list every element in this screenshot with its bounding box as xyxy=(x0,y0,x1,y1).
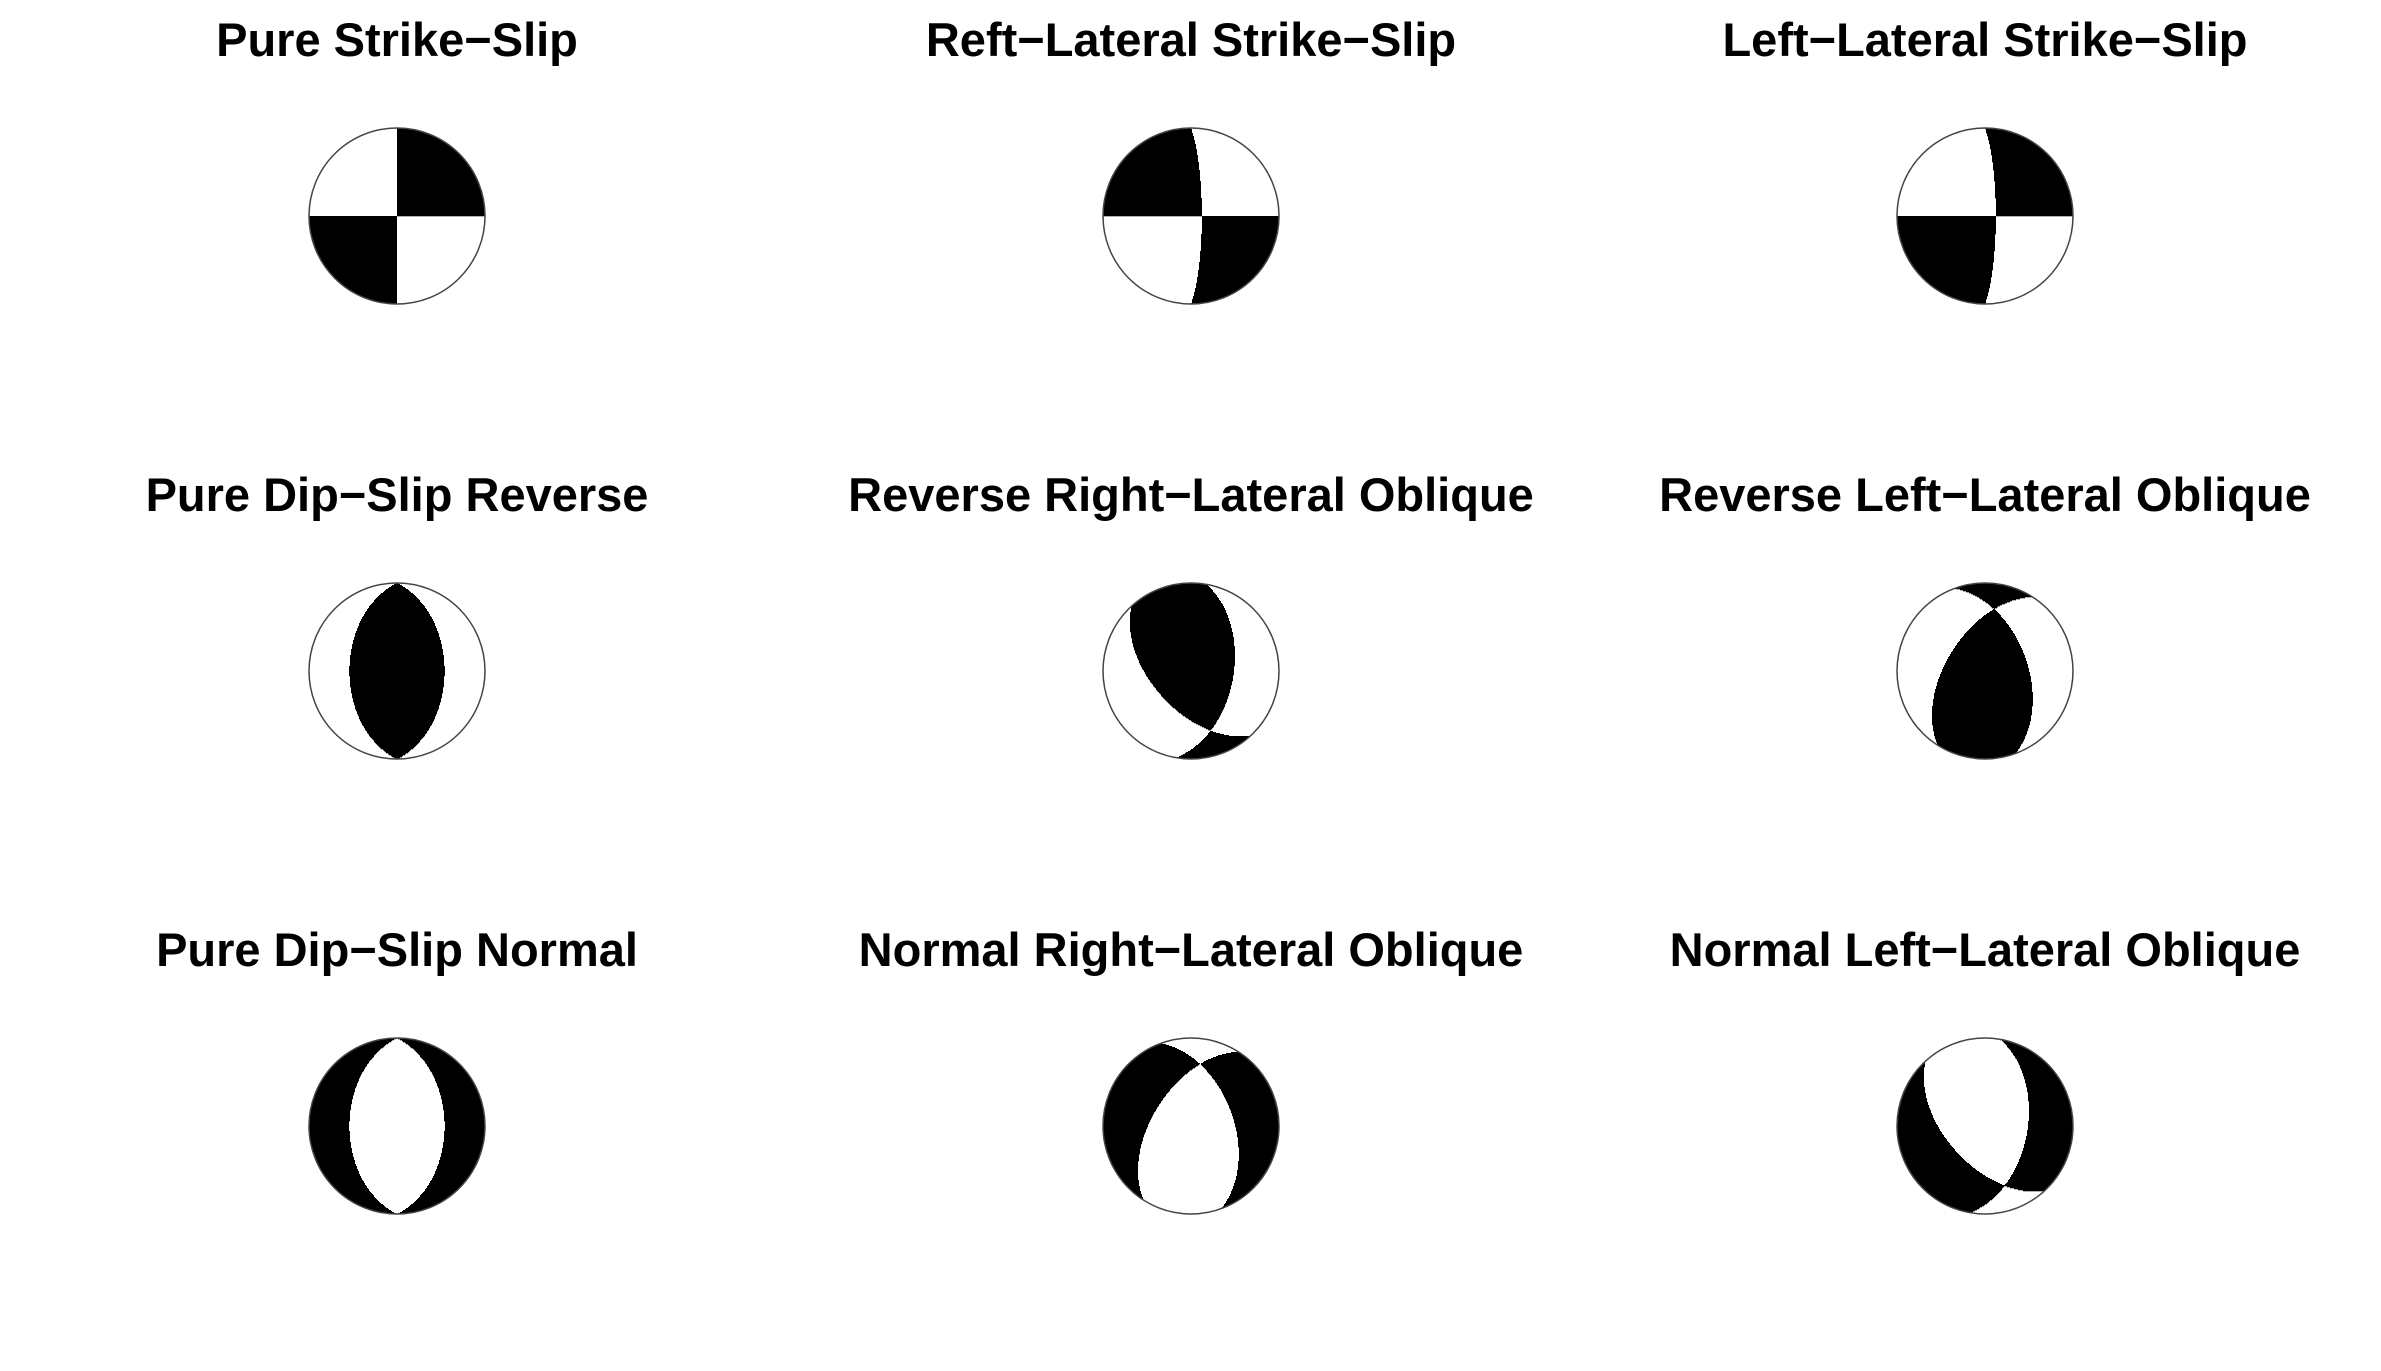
mechanism-title: Reverse Left−Lateral Oblique xyxy=(1659,468,2311,521)
mechanism-title: Reft−Lateral Strike−Slip xyxy=(925,13,1457,66)
mechanism-title: Pure Dip−Slip Normal xyxy=(156,923,638,976)
mechanism-panel: Reverse Left−Lateral Oblique xyxy=(1588,461,2381,916)
compressional-quadrant xyxy=(1897,1039,2073,1214)
mechanism-panel: Left−Lateral Strike−Slip xyxy=(1588,6,2381,461)
compressional-quadrant xyxy=(309,1038,485,1214)
beachball-symbol xyxy=(1102,127,1280,305)
mechanism-title: Pure Strike−Slip xyxy=(216,13,578,66)
beachball-symbol xyxy=(308,582,486,760)
compressional-quadrant xyxy=(1103,128,1279,304)
beachball-symbol xyxy=(1102,582,1280,760)
mechanism-panel: Pure Strike−Slip xyxy=(0,6,794,461)
beachball-outline xyxy=(1102,582,1280,760)
mechanism-title: Normal Left−Lateral Oblique xyxy=(1669,923,2301,976)
beachball-outline xyxy=(308,1037,486,1215)
mechanism-title: Reverse Right−Lateral Oblique xyxy=(848,468,1534,521)
compressional-quadrant xyxy=(1130,583,1250,759)
beachball-outline xyxy=(308,127,486,305)
compressional-quadrant xyxy=(349,583,445,759)
beachball-symbol xyxy=(308,127,486,305)
compressional-quadrant xyxy=(1897,128,2073,304)
compressional-quadrant xyxy=(1103,1043,1279,1210)
beachball-symbol xyxy=(1896,582,2074,760)
mechanism-panel: Reft−Lateral Strike−Slip xyxy=(794,6,1588,461)
beachball-outline xyxy=(1896,582,2074,760)
beachball-symbol xyxy=(308,1037,486,1215)
beachball-outline xyxy=(1102,1037,1280,1215)
beachball-outline xyxy=(1102,127,1280,305)
mechanism-panel: Pure Dip−Slip Normal xyxy=(0,916,794,1371)
mechanism-title: Left−Lateral Strike−Slip xyxy=(1722,13,2248,66)
mechanism-panel: Normal Left−Lateral Oblique xyxy=(1588,916,2381,1371)
mechanism-title: Pure Dip−Slip Reverse xyxy=(145,468,649,521)
beachball-outline xyxy=(308,582,486,760)
beachball-outline xyxy=(1896,1037,2074,1215)
compressional-quadrant xyxy=(1932,583,2033,759)
mechanism-title: Normal Right−Lateral Oblique xyxy=(858,923,1524,976)
beachball-outline xyxy=(1896,127,2074,305)
beachball-symbol xyxy=(1102,1037,1280,1215)
compressional-quadrant xyxy=(309,128,485,304)
beachball-symbol xyxy=(1896,1037,2074,1215)
beachball-symbol xyxy=(1896,127,2074,305)
mechanism-panel: Reverse Right−Lateral Oblique xyxy=(794,461,1588,916)
mechanism-panel: Normal Right−Lateral Oblique xyxy=(794,916,1588,1371)
mechanism-panel: Pure Dip−Slip Reverse xyxy=(0,461,794,916)
